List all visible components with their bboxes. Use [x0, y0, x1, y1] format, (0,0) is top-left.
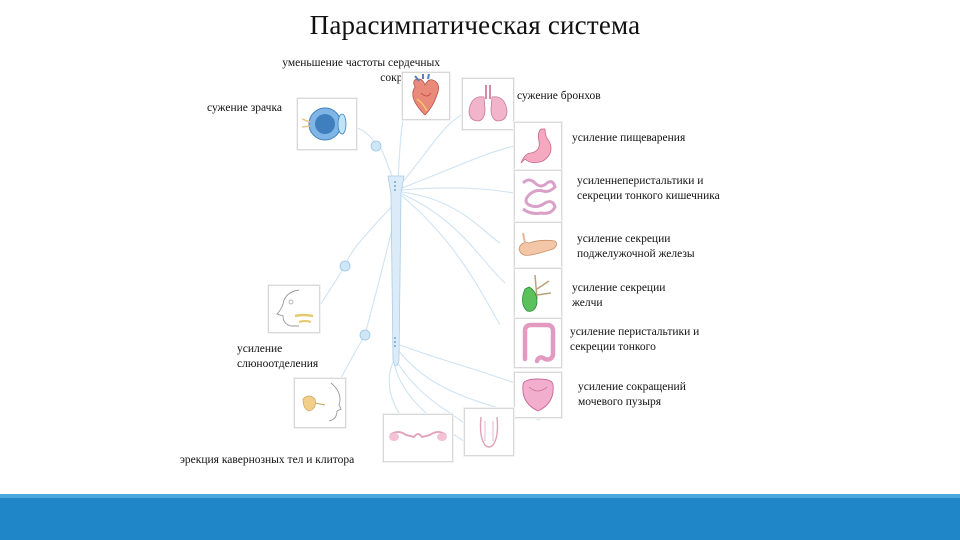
- label-bronchi: сужение бронхов: [517, 90, 601, 102]
- face-side-icon: [302, 382, 342, 422]
- lungs-icon: [468, 85, 508, 122]
- nerve-diagram: [315, 91, 541, 446]
- small-intestine-image: [514, 170, 562, 222]
- label-small-intestine: усиленнеперистальтики и секреции тонкого…: [577, 175, 720, 202]
- eye-icon: [301, 107, 347, 141]
- penis-icon: [479, 416, 499, 448]
- ganglion-ciliary: [370, 140, 382, 152]
- footer-band: [0, 494, 960, 540]
- pancreas-icon: [518, 232, 557, 256]
- label-digestion: усиление пищеварения: [572, 132, 686, 144]
- label-erection: эрекция кавернозных тел и клитора: [180, 454, 355, 466]
- gallbladder-icon: [522, 274, 552, 312]
- bladder-icon: [522, 378, 554, 412]
- label-bladder: усиление сокращений мочевого пузыря: [578, 381, 686, 408]
- gallbladder-image: [514, 268, 562, 320]
- bladder-image: [514, 372, 562, 418]
- stomach-image: [514, 122, 562, 170]
- genital-image-male: [464, 408, 514, 456]
- ganglion-pterygopalatine: [339, 260, 351, 272]
- face-icon: [276, 289, 314, 327]
- colon-icon: [522, 322, 556, 364]
- spinal-cord: [387, 175, 405, 367]
- stomach-icon: [520, 128, 552, 164]
- lungs-image: [462, 78, 514, 130]
- colon-image: [514, 318, 562, 368]
- heart-icon: [412, 73, 439, 116]
- small-intestine-icon: [521, 178, 557, 215]
- salivary-gland-image-2: [294, 378, 346, 428]
- heart-image: [402, 72, 450, 120]
- label-eye: сужение зрачка: [207, 102, 282, 114]
- ganglion-otic: [359, 329, 371, 341]
- label-pancreas: усиление секреции поджелужочной железы: [577, 233, 695, 260]
- eye-image: [297, 98, 357, 150]
- label-bile: усиление секреции желчи: [572, 282, 666, 309]
- cord-dots: [394, 181, 396, 347]
- pancreas-image: [514, 222, 562, 268]
- label-colon: усиление перистальтики и секреции тонког…: [570, 326, 700, 353]
- page-title: Парасимпатическая система: [309, 10, 641, 40]
- nerve-lines: [315, 91, 541, 446]
- uterus-icon: [389, 431, 447, 441]
- salivary-gland-image-1: [268, 285, 320, 333]
- label-salivation: усиление слюноотделения: [237, 343, 319, 370]
- genital-image-female: [383, 414, 453, 462]
